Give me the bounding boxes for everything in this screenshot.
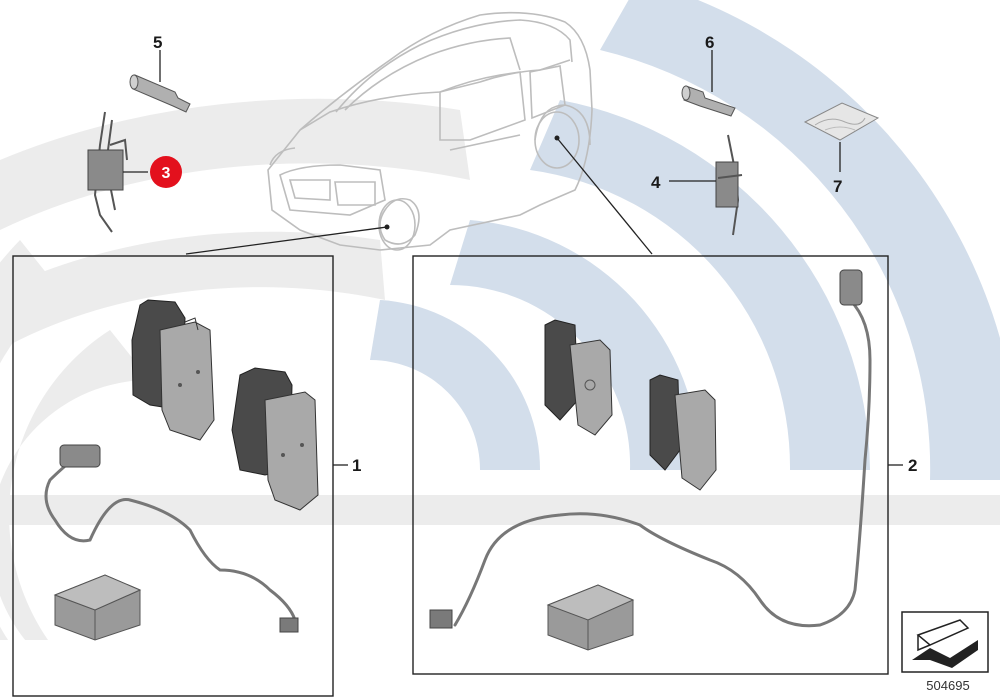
rear-axle-marker: [554, 135, 560, 141]
reference-box: [901, 611, 989, 673]
anti-rattle-spring-part-4[interactable]: [715, 134, 743, 236]
guide-bolt-part-5[interactable]: [129, 74, 191, 113]
grease-packet-part-7[interactable]: [803, 102, 880, 141]
leader-lines: [185, 137, 653, 255]
rear-wear-sensor[interactable]: [429, 269, 872, 629]
callout-5[interactable]: 5: [153, 33, 162, 52]
callout-7[interactable]: 7: [833, 177, 842, 196]
guide-bolt-part-6[interactable]: [681, 85, 736, 117]
front-axle-marker: [384, 224, 390, 230]
car-illustration: [267, 11, 593, 251]
callout-1[interactable]: 1: [352, 456, 361, 475]
front-brake-pads[interactable]: [131, 299, 319, 511]
diagram-id: 504695: [926, 678, 969, 693]
front-kit-frame: [12, 255, 334, 697]
rear-brake-pads[interactable]: [544, 319, 717, 491]
rear-small-parts-box[interactable]: [546, 584, 635, 651]
callout-3-badge[interactable]: [150, 156, 182, 188]
callout-4[interactable]: 4: [651, 173, 661, 192]
front-small-parts-box[interactable]: [53, 574, 142, 641]
anti-rattle-spring-part-3[interactable]: [87, 111, 128, 233]
front-wear-sensor[interactable]: [44, 444, 299, 633]
callout-3[interactable]: 3: [162, 165, 171, 182]
callout-2[interactable]: 2: [908, 456, 917, 475]
callout-6[interactable]: 6: [705, 33, 714, 52]
